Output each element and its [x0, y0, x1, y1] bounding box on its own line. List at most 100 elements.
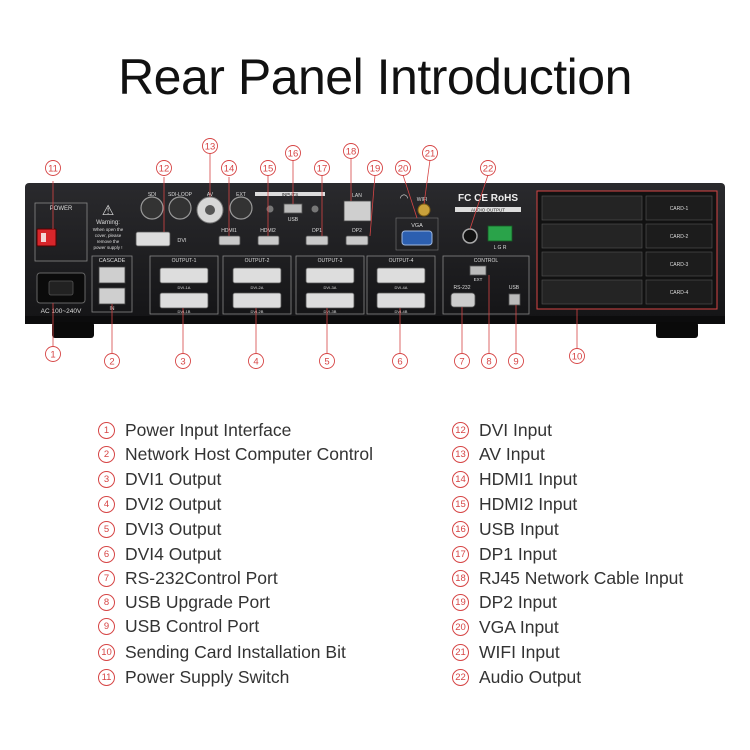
screw: [266, 205, 274, 213]
ac-label: AC 100~240V: [41, 308, 82, 315]
usb-input-port[interactable]: [283, 203, 303, 214]
ext-connector[interactable]: [229, 196, 253, 220]
callout-marker: [395, 160, 411, 176]
sdi-loop-connector[interactable]: [168, 196, 192, 220]
callout-marker: [480, 160, 496, 176]
dp2-label: DP2: [352, 228, 362, 234]
dvi-output-port[interactable]: [305, 292, 355, 309]
dp1-port[interactable]: [305, 235, 329, 246]
warning-icon: ⚠: [102, 202, 115, 218]
usb-control-label: USB: [509, 285, 520, 291]
callout-marker: [319, 353, 335, 369]
card-label: CARD-2: [670, 234, 689, 240]
callout-marker: [45, 346, 61, 362]
output-group-3: OUTPUT-3 DVI-3A DVI-3B: [295, 255, 365, 315]
callout-number: 13: [205, 141, 216, 152]
wifi-icon: ◠: [400, 193, 409, 204]
power-switch[interactable]: [36, 228, 57, 247]
hdmi2-port[interactable]: [257, 235, 280, 246]
dvi-output-port[interactable]: [159, 292, 209, 309]
dvi-input-port[interactable]: [135, 231, 171, 247]
net-out-port[interactable]: [98, 287, 126, 305]
vga-port[interactable]: [401, 230, 433, 246]
wifi-antenna-connector[interactable]: [417, 203, 431, 217]
callout-marker: [156, 160, 172, 176]
legend-number: 20: [452, 619, 469, 636]
callout-markers: 11 12 13 14 15 16 17 18 19 20 21 22 1 2 …: [45, 138, 585, 369]
callout-number: 3: [180, 356, 185, 367]
dvi-output-port[interactable]: [159, 267, 209, 284]
legend-label: DVI Input: [479, 420, 552, 440]
audio-jack[interactable]: [462, 228, 478, 244]
dvi-port-label: DVI-4B: [395, 309, 408, 314]
warning-line: When open the: [93, 227, 124, 232]
power-switch-rocker: [41, 233, 46, 242]
dvi-port-label: DVI-1A: [178, 285, 191, 290]
chassis-bottom-edge: [25, 316, 725, 324]
sdi-loop-label: SDI-LOOP: [168, 192, 193, 198]
legend-number: 4: [98, 496, 115, 513]
rs232-port[interactable]: [450, 292, 476, 308]
legend-label: DVI3 Output: [125, 519, 222, 539]
legend-number: 22: [452, 669, 469, 686]
callout-number: 21: [425, 148, 436, 159]
dvi-port-label: DVI-2B: [251, 309, 264, 314]
usb-ext-label: EXT: [474, 277, 483, 282]
hdmi1-port[interactable]: [218, 235, 241, 246]
ext-label: EXT: [236, 192, 246, 198]
dvi-port-label: DVI-4A: [395, 285, 408, 290]
lan-port[interactable]: [343, 200, 372, 222]
dvi-output-port[interactable]: [232, 267, 282, 284]
legend-label: DP2 Input: [479, 592, 557, 612]
dvi-output-port[interactable]: [232, 292, 282, 309]
sdi-connector[interactable]: [140, 196, 164, 220]
card-slot[interactable]: CARD-3: [541, 251, 713, 277]
dvi-output-port[interactable]: [376, 267, 426, 284]
callout-number: 2: [109, 356, 114, 367]
callout-marker: [422, 145, 438, 161]
inputs-group-label: INPUTS: [282, 192, 299, 197]
callout-number: 1: [50, 349, 55, 360]
av-connector-core: [205, 205, 215, 215]
legend-label: USB Input: [479, 519, 559, 539]
card-slot[interactable]: CARD-1: [541, 195, 713, 221]
dp2-port[interactable]: [345, 235, 369, 246]
warning-line: cover, please: [95, 233, 122, 238]
callout-marker: [508, 353, 524, 369]
audio-terminal[interactable]: [487, 225, 513, 242]
inputs-group-bar: [255, 192, 325, 196]
card-slot[interactable]: CARD-4: [541, 279, 713, 305]
legend-number: 17: [452, 546, 469, 563]
net-in-port[interactable]: [98, 266, 126, 284]
dp1-label: DP1: [312, 228, 322, 234]
usb-control-port[interactable]: [508, 293, 521, 306]
dvi-port-label: DVI-3B: [324, 309, 337, 314]
dvi-output-port[interactable]: [376, 292, 426, 309]
callout-marker: [454, 353, 470, 369]
power-label: POWER: [50, 206, 73, 212]
dvi-output-port[interactable]: [305, 267, 355, 284]
output-label: OUTPUT-1: [172, 258, 197, 264]
usb-upgrade-port[interactable]: [469, 265, 487, 276]
callout-marker: [260, 160, 276, 176]
legend-item: 16 USB Input: [452, 519, 559, 540]
legend-number: 16: [452, 521, 469, 538]
sdi-label: SDI: [148, 192, 156, 198]
callout-number: 15: [263, 163, 274, 174]
screw: [311, 205, 319, 213]
callout-marker: [285, 145, 301, 161]
lan-label: LAN: [352, 193, 362, 199]
legend-label: Sending Card Installation Bit: [125, 642, 346, 662]
usb-input-label: USB: [288, 217, 299, 223]
legend-number: 21: [452, 644, 469, 661]
legend-label: DVI2 Output: [125, 494, 222, 514]
card-slot[interactable]: CARD-2: [541, 223, 713, 249]
